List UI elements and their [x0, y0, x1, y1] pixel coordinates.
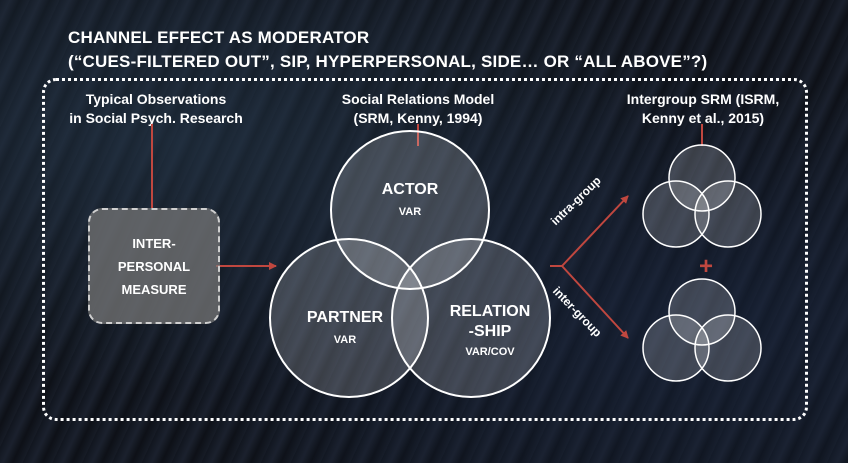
actor-circle [330, 130, 490, 290]
partner-label-group: PARTNER VAR [285, 308, 405, 346]
partner-label: PARTNER [306, 309, 384, 326]
intra-left-circle [642, 180, 710, 248]
inter-top-circle [668, 278, 736, 346]
dotted-frame [42, 78, 808, 421]
partner-circle [269, 238, 429, 398]
left-heading: Typical Observations in Social Psych. Re… [50, 90, 262, 128]
inter-left-circle [642, 314, 710, 382]
center-heading: Social Relations Model (SRM, Kenny, 1994… [318, 90, 518, 128]
partner-sub: VAR [333, 334, 357, 346]
right-heading-line1: Intergroup SRM (ISRM, [626, 91, 780, 107]
relationship-sub: VAR/COV [465, 346, 515, 358]
inter-right-circle [694, 314, 762, 382]
relationship-label-group: RELATION -SHIP VAR/COV [430, 302, 550, 358]
relationship-label-line2: -SHIP [468, 323, 512, 340]
center-heading-line2: (SRM, Kenny, 1994) [353, 110, 483, 126]
actor-label: ACTOR [381, 181, 439, 198]
intra-right-circle [694, 180, 762, 248]
left-heading-line2: in Social Psych. Research [69, 110, 243, 126]
inter-group-arrow [561, 265, 629, 339]
plus-sign: + [699, 253, 713, 280]
slide-title: CHANNEL EFFECT AS MODERATOR [68, 28, 370, 47]
center-heading-line1: Social Relations Model [341, 91, 495, 107]
interpersonal-measure-box: INTER- PERSONAL MEASURE [88, 208, 220, 324]
slide-subtitle: (“CUES-FILTERED OUT”, SIP, HYPERPERSONAL… [68, 52, 708, 71]
right-heading: Intergroup SRM (ISRM, Kenny et al., 2015… [608, 90, 798, 128]
intra-top-circle [668, 144, 736, 212]
interpersonal-measure-label: INTER- PERSONAL MEASURE [117, 235, 191, 297]
actor-label-group: ACTOR VAR [350, 180, 470, 218]
relationship-circle [391, 238, 551, 398]
intra-group-arrow [561, 195, 629, 267]
left-heading-line1: Typical Observations [85, 91, 227, 107]
relationship-label-line1: RELATION [449, 303, 531, 320]
actor-sub: VAR [398, 206, 422, 218]
right-heading-line2: Kenny et al., 2015) [641, 110, 765, 126]
